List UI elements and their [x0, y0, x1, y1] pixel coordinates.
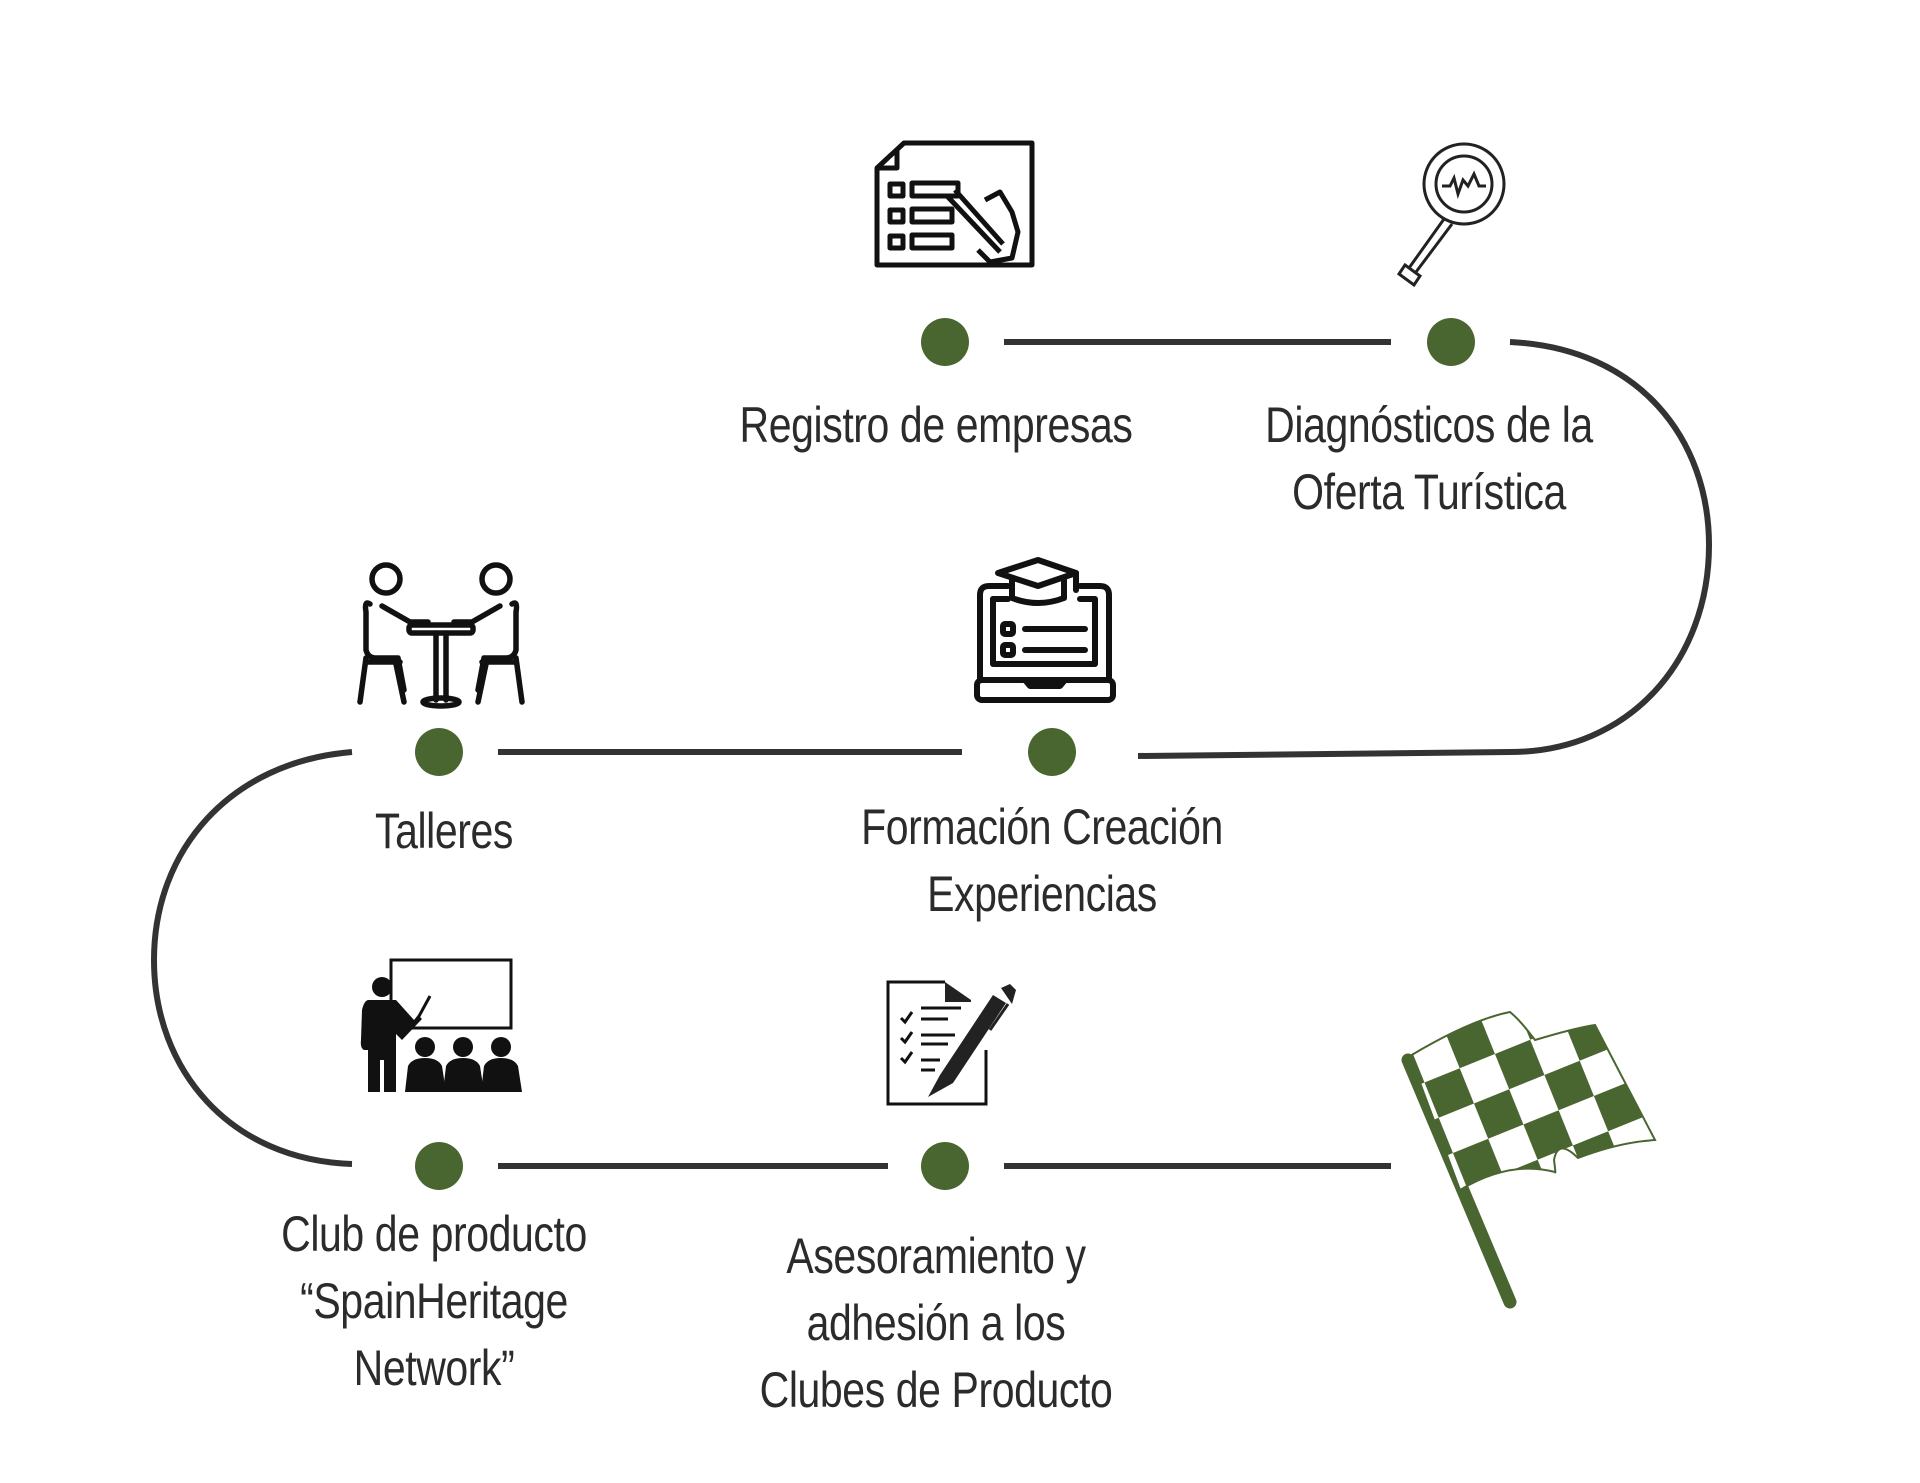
- track-curve-right: [1137, 339, 1713, 759]
- label-line: Oferta Turística: [1292, 464, 1566, 520]
- step-label-talleres: Talleres: [375, 798, 513, 865]
- step-label-registro: Registro de empresas: [740, 392, 1133, 459]
- label-line: Club de producto: [281, 1206, 587, 1262]
- node-talleres: [415, 728, 463, 776]
- laptop-graduation-icon: [974, 557, 1116, 703]
- label-line: adhesión a los: [806, 1295, 1066, 1351]
- label-line: Formación Creación: [861, 799, 1223, 855]
- label-line: Experiencias: [927, 866, 1157, 922]
- presentation-class-icon: [360, 958, 522, 1092]
- step-label-asesoramiento: Asesoramiento y adhesión a los Clubes de…: [760, 1223, 1113, 1424]
- magnifier-analysis-icon: [1396, 142, 1506, 288]
- track-curve-left: [150, 749, 353, 1167]
- step-label-diagnosticos: Diagnósticos de la Oferta Turística: [1265, 392, 1593, 526]
- step-label-club: Club de producto “SpainHeritage Network”: [281, 1201, 587, 1402]
- label-line: Clubes de Producto: [759, 1362, 1113, 1418]
- label-line: Registro de empresas: [739, 397, 1133, 453]
- label-line: Diagnósticos de la: [1265, 397, 1593, 453]
- node-formacion: [1028, 728, 1076, 776]
- label-line: “SpainHeritage: [300, 1273, 568, 1329]
- checklist-pen-icon: [886, 980, 1016, 1106]
- checkered-flag-icon: [1401, 1010, 1657, 1309]
- form-filling-icon: [874, 140, 1035, 268]
- meeting-table-icon: [357, 562, 525, 709]
- node-diagnosticos: [1427, 318, 1475, 366]
- label-line: Asesoramiento y: [786, 1228, 1086, 1284]
- step-label-formacion: Formación Creación Experiencias: [861, 794, 1223, 928]
- node-club: [415, 1142, 463, 1190]
- label-line: Talleres: [374, 803, 514, 859]
- label-line: Network”: [353, 1340, 515, 1396]
- node-registro: [921, 318, 969, 366]
- node-asesoramiento: [921, 1142, 969, 1190]
